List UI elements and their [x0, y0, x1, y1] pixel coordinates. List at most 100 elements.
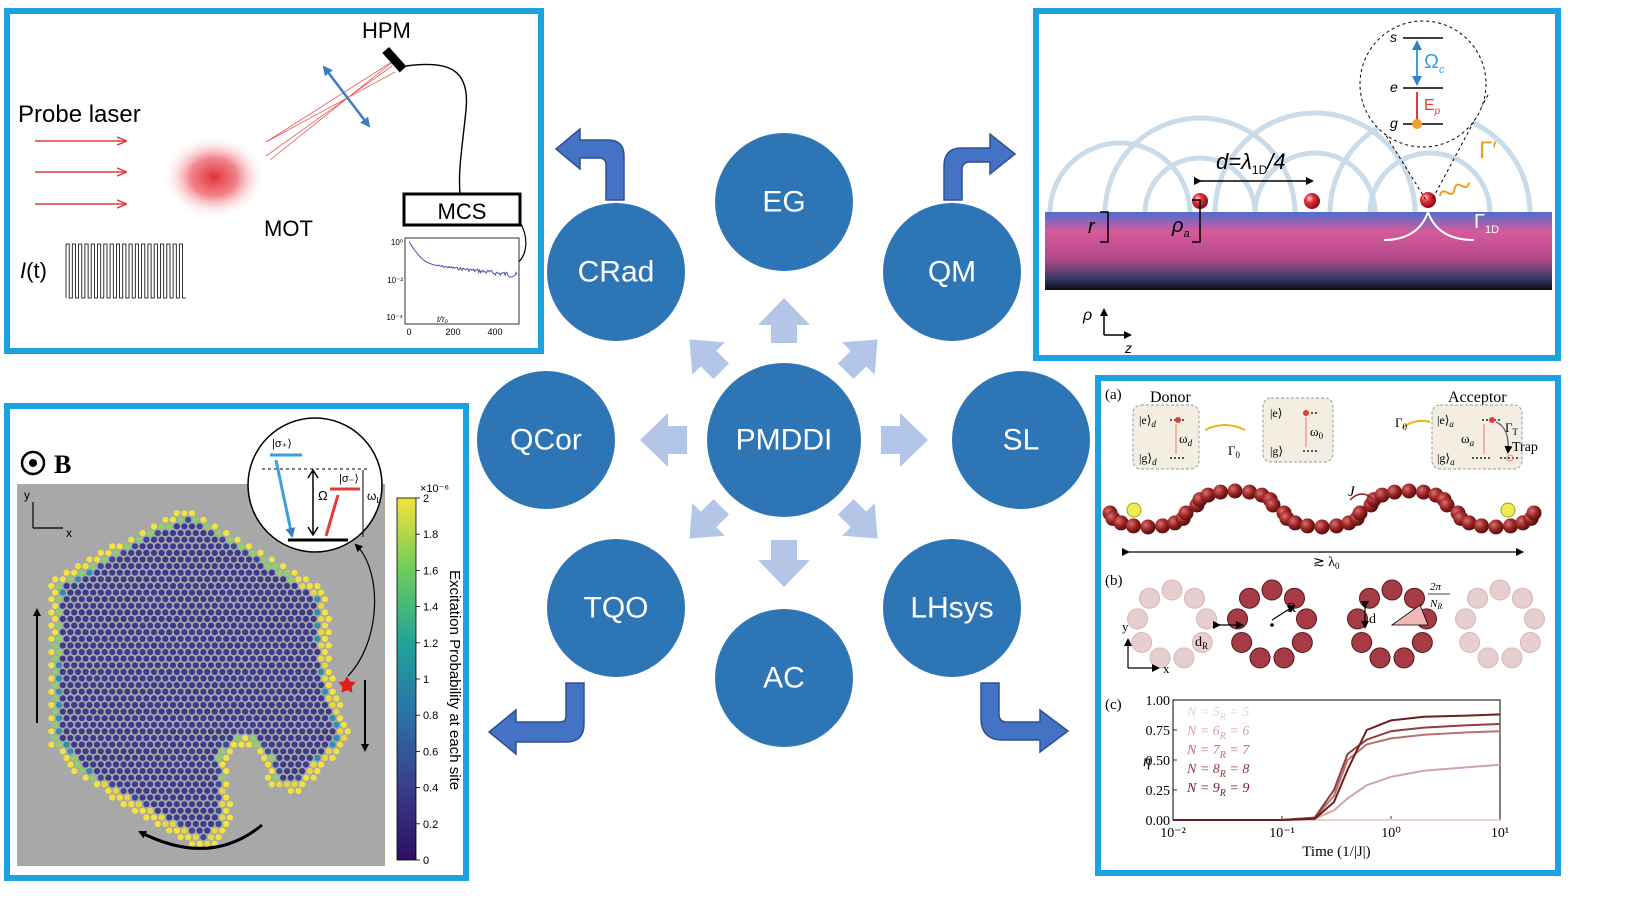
- colorbar-tick-label: 0.2: [423, 819, 438, 831]
- lattice-site: [63, 596, 70, 603]
- lattice-site: [82, 695, 89, 702]
- lattice-site: [143, 642, 150, 649]
- lattice-site: [223, 754, 230, 762]
- lattice-site: [283, 715, 291, 722]
- chain-bead: [1401, 483, 1417, 499]
- lattice-site: [238, 556, 245, 563]
- lattice-site: [302, 615, 310, 623]
- lattice-site: [181, 510, 188, 517]
- lattice-site: [302, 734, 310, 742]
- lattice-site: [245, 556, 253, 563]
- chain-bead: [1155, 518, 1170, 534]
- lattice-site: [78, 728, 85, 735]
- lattice-site: [120, 801, 127, 808]
- lattice-site: [48, 701, 55, 709]
- lattice-site: [261, 569, 268, 576]
- lattice-site: [230, 675, 237, 682]
- lattice-site: [230, 609, 237, 616]
- lattice-site: [131, 807, 139, 814]
- lattice-site: [173, 682, 180, 689]
- lattice-site: [223, 622, 230, 629]
- lattice-site: [226, 655, 234, 662]
- lattice-site: [101, 715, 108, 722]
- lattice-site: [120, 748, 127, 755]
- lattice-site: [188, 615, 196, 623]
- lattice-site: [120, 734, 127, 742]
- ring-site: [1139, 587, 1160, 609]
- lattice-site: [302, 721, 310, 728]
- lattice-site: [242, 734, 249, 742]
- lattice-site: [211, 801, 218, 808]
- rho-bracket: [1192, 199, 1201, 243]
- lattice-site: [204, 761, 211, 768]
- lattice-site: [321, 662, 329, 669]
- lattice-site: [162, 609, 169, 616]
- lattice-site: [257, 655, 264, 662]
- lattice-site: [215, 834, 222, 841]
- lattice-site: [219, 563, 226, 570]
- two-pi-label: 2π: [1430, 581, 1442, 593]
- g-a-label: |g⟩a: [1437, 451, 1455, 467]
- lattice-site: [135, 668, 142, 676]
- lattice-site: [215, 569, 222, 576]
- chain-bead: [1178, 505, 1194, 521]
- ring-site: [1411, 632, 1433, 653]
- lattice-site: [283, 635, 291, 643]
- lattice-site: [321, 675, 329, 682]
- lattice-site: [200, 754, 207, 762]
- lattice-site: [55, 728, 63, 735]
- lattice-site: [302, 629, 310, 636]
- lattice-site: [318, 708, 325, 715]
- lattice-site: [302, 655, 310, 662]
- series-line: [1173, 713, 1501, 821]
- lattice-site: [131, 662, 139, 669]
- lattice-site: [173, 615, 180, 623]
- lattice-site: [116, 781, 123, 788]
- lattice-site: [219, 549, 226, 557]
- lattice-site: [238, 622, 245, 629]
- lattice-site: [207, 530, 215, 537]
- lattice-site: [166, 682, 173, 689]
- donor-level-box: |e⟩d |g⟩d ωd: [1132, 404, 1200, 470]
- lattice-site: [188, 774, 196, 781]
- lattice-site: [207, 622, 215, 629]
- angle-wedge: [1390, 604, 1429, 626]
- lattice-site: [97, 761, 104, 768]
- lattice-site: [219, 536, 226, 543]
- lattice-site: [93, 649, 101, 656]
- lattice-site: [283, 662, 291, 669]
- lattice-site: [166, 523, 173, 530]
- lattice-site: [169, 701, 177, 709]
- lattice-site: [272, 708, 279, 715]
- lattice-site: [207, 556, 215, 563]
- lattice-site: [78, 754, 85, 762]
- lattice-site: [185, 622, 192, 629]
- lattice-site: [242, 576, 249, 583]
- lattice-site: [124, 635, 131, 643]
- lattice-site: [253, 675, 260, 682]
- lattice-site: [93, 662, 101, 669]
- lattice-site: [166, 708, 173, 715]
- lattice-site: [200, 794, 207, 801]
- lattice-site: [147, 622, 154, 629]
- lattice-site: [139, 556, 146, 563]
- lattice-site: [268, 675, 275, 682]
- lattice-site: [78, 741, 85, 748]
- colorbar-tick-label: 0.6: [423, 746, 438, 758]
- lattice-site: [169, 715, 177, 722]
- lattice-site: [287, 708, 294, 715]
- lattice-site: [150, 734, 158, 742]
- lattice-site: [154, 675, 161, 682]
- lattice-site: [242, 602, 249, 609]
- lattice-site: [280, 589, 287, 596]
- lattice-site: [192, 754, 199, 762]
- lattice-site: [291, 675, 298, 682]
- lattice-site: [295, 748, 302, 755]
- lattice-site: [264, 576, 272, 583]
- lattice-site: [124, 701, 131, 709]
- lattice-site: [82, 642, 89, 649]
- lattice-site: [82, 708, 89, 715]
- lattice-site: [321, 649, 329, 656]
- lattice-site: [71, 741, 78, 748]
